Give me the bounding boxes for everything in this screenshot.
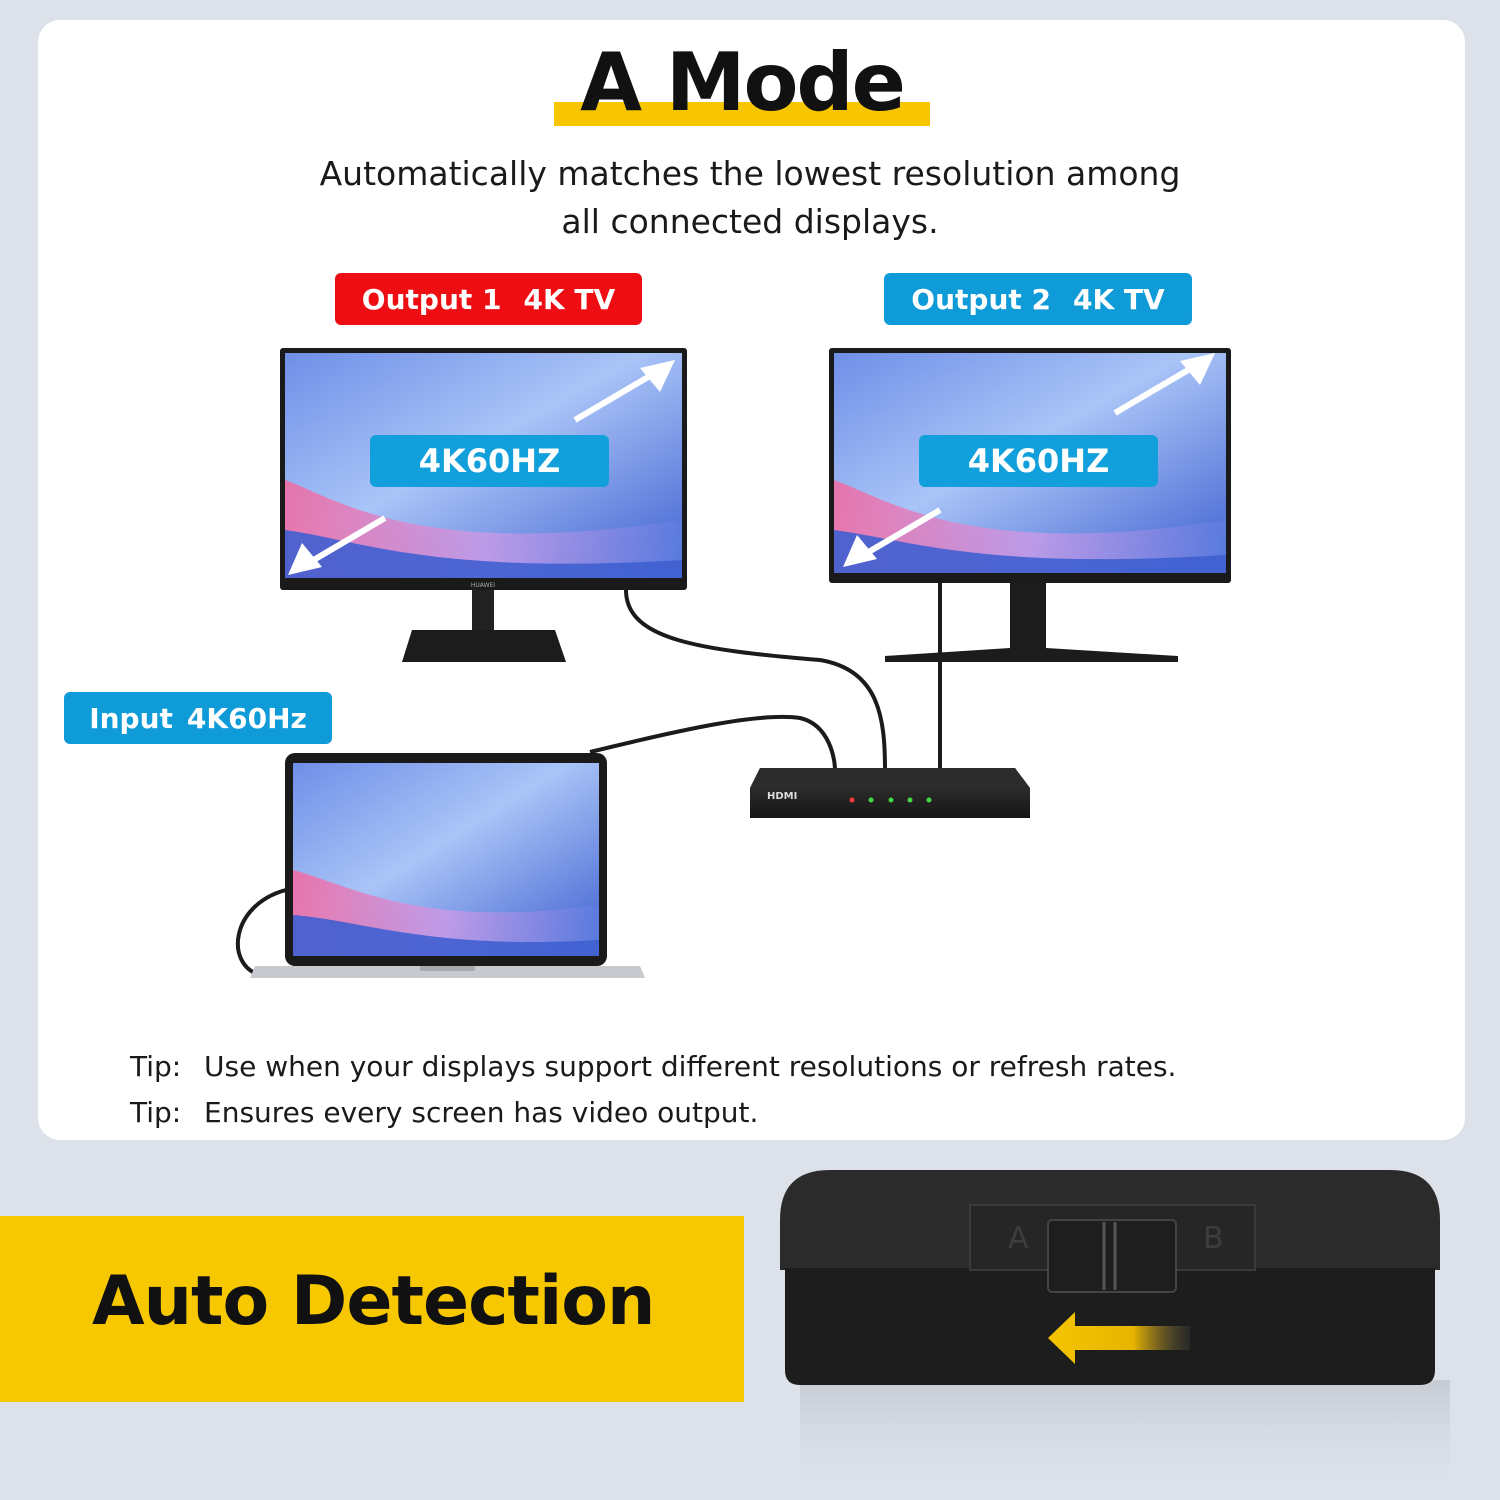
switch-slider (1047, 1219, 1177, 1293)
input-label: Input 4K60Hz (64, 692, 332, 744)
input-name: Input (89, 701, 173, 735)
tip-2: Tip: Ensures every screen has video outpu… (130, 1090, 1176, 1136)
output-2-device: 4K TV (1073, 282, 1165, 316)
banner (0, 1216, 744, 1402)
cable-laptop (235, 888, 287, 977)
switch-label-b: B (1203, 1221, 1224, 1256)
output-2-name: Output 2 (911, 282, 1051, 316)
output-2-resolution: 4K60HZ (919, 435, 1158, 487)
left-arrow-icon (1048, 1312, 1190, 1364)
output-2-resolution-text: 4K60HZ (967, 442, 1110, 480)
tip-1-text: Use when your displays support different… (204, 1050, 1177, 1083)
tip-1: Tip: Use when your displays support diffe… (130, 1044, 1176, 1090)
title-block: A Mode (554, 40, 930, 126)
output-1-label: Output 1 4K TV (335, 273, 642, 325)
tips: Tip: Use when your displays support diffe… (130, 1044, 1176, 1136)
cable-output1 (624, 589, 887, 771)
subtitle-line-1: Automatically matches the lowest resolut… (319, 154, 1181, 193)
banner-text: Auto Detection (92, 1262, 655, 1341)
title-underline (554, 102, 930, 126)
splitter-device: HDMI (750, 768, 1030, 818)
page-title: A Mode (580, 36, 906, 129)
tip-1-prefix: Tip: (130, 1050, 182, 1083)
input-resolution: 4K60Hz (186, 701, 307, 735)
subtitle-line-2: all connected displays. (561, 202, 939, 241)
monitor-2 (829, 348, 1231, 662)
output-1-name: Output 1 (361, 282, 502, 316)
output-1-resolution: 4K60HZ (370, 435, 609, 487)
output-2-label: Output 2 4K TV (884, 273, 1192, 325)
laptop (250, 753, 645, 978)
tip-2-text: Ensures every screen has video output. (204, 1096, 759, 1129)
output-1-resolution-text: 4K60HZ (418, 442, 561, 480)
monitor-1: HUAWEI (280, 348, 687, 662)
tip-2-prefix: Tip: (130, 1096, 182, 1129)
splitter-brand: HDMI (767, 791, 797, 802)
subtitle: Automatically matches the lowest resolut… (240, 150, 1260, 246)
output-1-device: 4K TV (523, 282, 616, 316)
cable-input (589, 714, 837, 771)
monitor-brand: HUAWEI (471, 582, 495, 589)
switch-closeup: A B (780, 1170, 1450, 1500)
switch-label-a: A (1008, 1221, 1029, 1256)
